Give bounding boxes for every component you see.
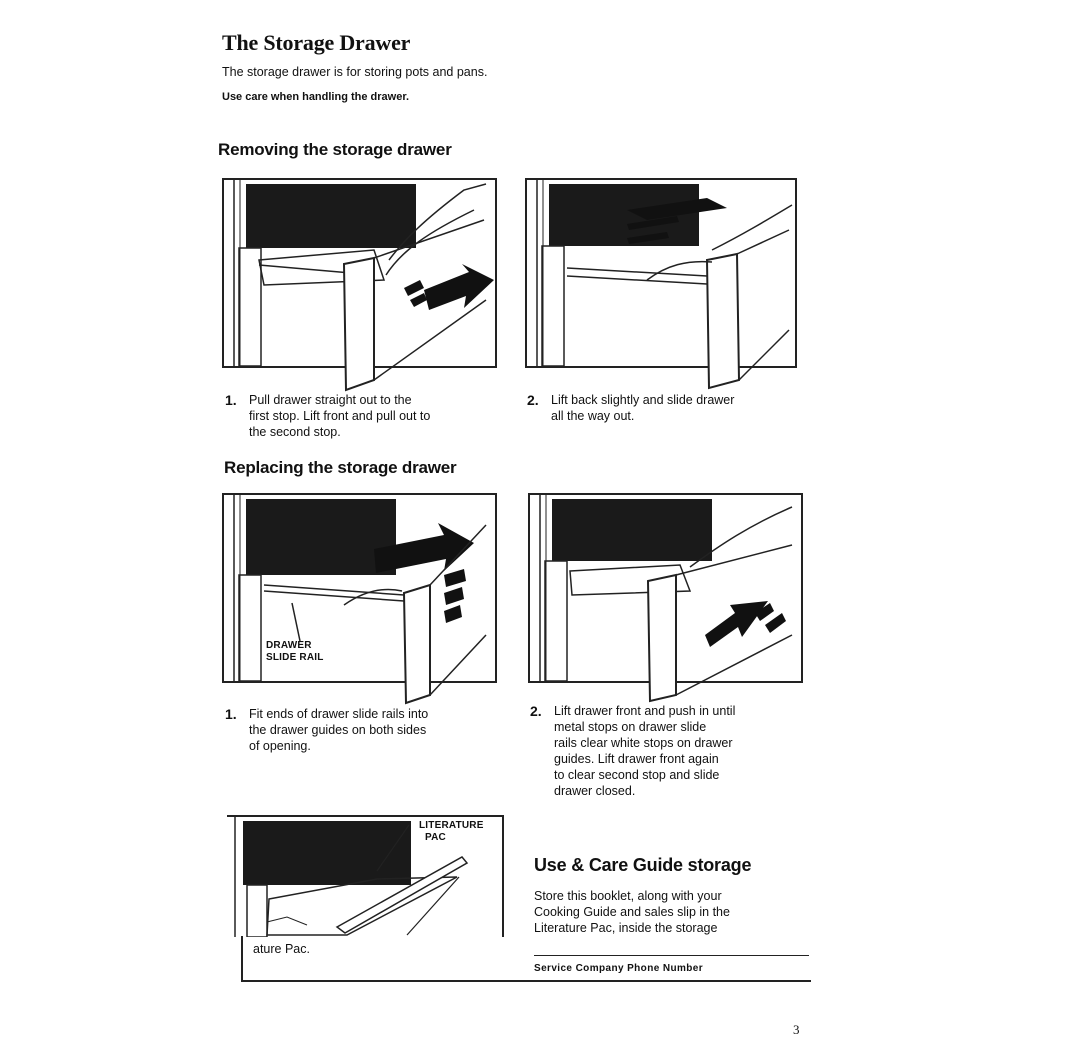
callout-line: PAC <box>425 832 446 843</box>
step-number: 1. <box>225 706 237 722</box>
step-line: Lift back slightly and slide drawer <box>551 393 735 407</box>
figure-replace-step-2 <box>528 493 803 703</box>
service-rule <box>534 955 809 956</box>
bottom-rule <box>243 980 811 982</box>
figure-remove-step-1 <box>222 178 497 392</box>
remove-step-1: 1. Pull drawer straight out to the first… <box>225 392 515 446</box>
guide-line: Literature Pac, inside the storage <box>534 921 718 935</box>
guide-storage-heading: Use & Care Guide storage <box>534 855 752 875</box>
illustration-pull-drawer <box>233 180 494 392</box>
step-line: first stop. Lift front and pull out to <box>249 409 431 423</box>
page-number: 3 <box>793 1022 800 1037</box>
step-number: 1. <box>225 392 237 408</box>
illustration-fit-rails <box>233 495 487 705</box>
drawer-slide-rail-callout: DRAWER SLIDE RAIL <box>266 640 324 664</box>
step-number: 2. <box>527 392 539 408</box>
step-line: guides. Lift drawer front again <box>554 752 719 766</box>
literature-pac-callout: LITERATURE PAC <box>417 820 486 844</box>
guide-line: Cooking Guide and sales slip in the <box>534 905 730 919</box>
callout-line: SLIDE RAIL <box>266 652 324 663</box>
remove-step-2: 2. Lift back slightly and slide drawer a… <box>527 392 817 432</box>
figure-replace-step-1: DRAWER SLIDE RAIL <box>222 493 497 705</box>
step-line: Pull drawer straight out to the <box>249 393 412 407</box>
replacing-heading: Replacing the storage drawer <box>224 458 457 477</box>
replace-step-1: 1. Fit ends of drawer slide rails into t… <box>225 706 515 760</box>
guide-storage-text: Store this booklet, along with your Cook… <box>534 888 730 936</box>
step-line: the drawer guides on both sides <box>249 723 427 737</box>
literature-pac-fragment: ature Pac. <box>253 942 310 956</box>
step-line: rails clear white stops on drawer <box>554 736 733 750</box>
step-line: Lift drawer front and push in until <box>554 704 736 718</box>
step-line: to clear second stop and slide <box>554 768 720 782</box>
illustration-literature-pac <box>234 817 469 937</box>
figure-remove-step-2 <box>525 178 797 390</box>
step-number: 2. <box>530 703 542 719</box>
step-line: Fit ends of drawer slide rails into <box>249 707 429 721</box>
step-line: the second stop. <box>249 425 341 439</box>
callout-line: DRAWER <box>266 640 312 651</box>
intro-text: The storage drawer is for storing pots a… <box>222 65 488 79</box>
frame-edge <box>241 936 263 982</box>
service-company-label: Service Company Phone Number <box>534 963 704 974</box>
removing-heading: Removing the storage drawer <box>218 140 452 159</box>
callout-line: LITERATURE <box>419 820 484 831</box>
step-line: all the way out. <box>551 409 635 423</box>
step-line: drawer closed. <box>554 784 636 798</box>
guide-line: Store this booklet, along with your <box>534 889 722 903</box>
page-title: The Storage Drawer <box>222 30 411 55</box>
figure-literature-pac: LITERATURE PAC <box>227 815 504 937</box>
step-line: metal stops on drawer slide <box>554 720 707 734</box>
caution-text: Use care when handling the drawer. <box>222 91 410 103</box>
replace-step-2: 2. Lift drawer front and push in until m… <box>530 703 820 803</box>
illustration-push-drawer <box>539 495 793 703</box>
illustration-lift-drawer <box>536 180 793 390</box>
step-line: of opening. <box>249 739 311 753</box>
